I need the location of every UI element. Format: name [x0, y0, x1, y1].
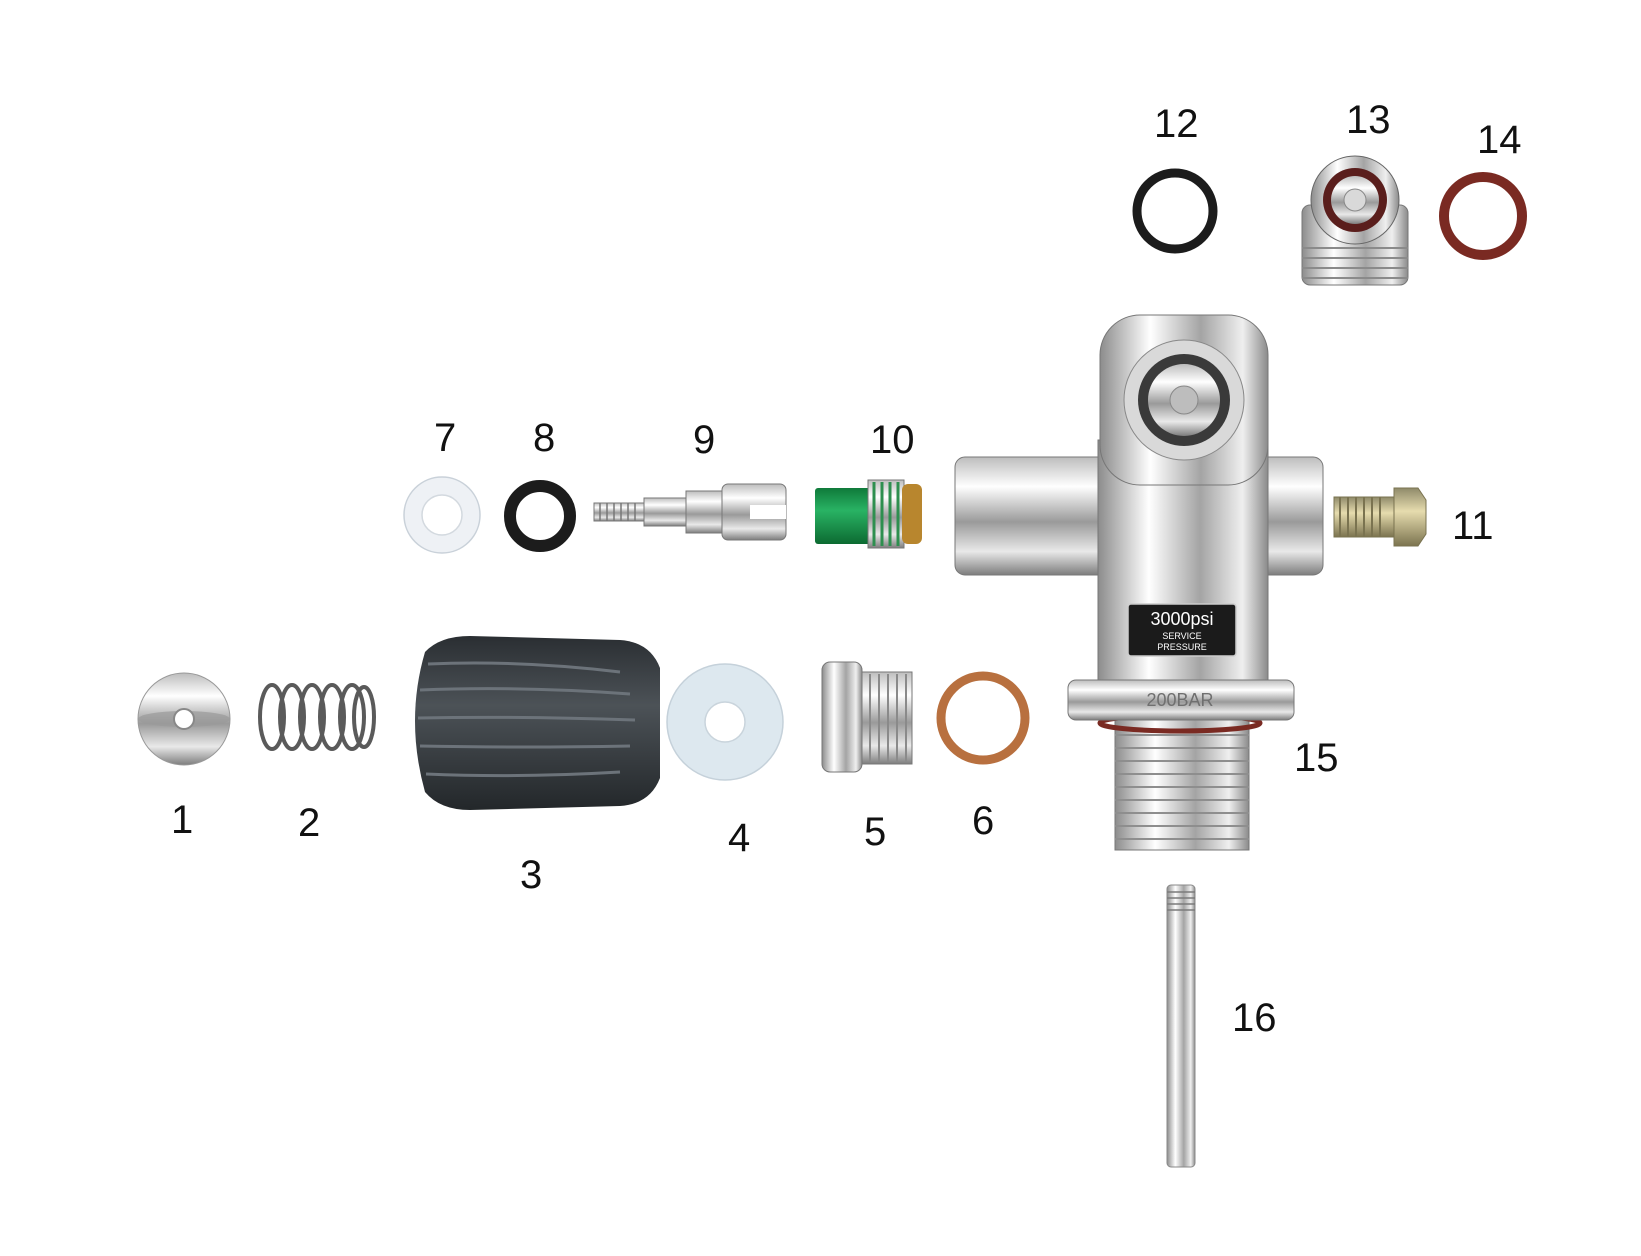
label-7: 7 [434, 416, 457, 460]
part-9-spindle [593, 483, 787, 541]
part-7-washer [403, 476, 481, 554]
part-5-bonnet [821, 661, 913, 773]
label-1: 1 [171, 798, 194, 842]
valve-service-text: SERVICE [1162, 631, 1201, 641]
label-13: 13 [1346, 98, 1391, 142]
label-14: 14 [1477, 118, 1522, 162]
valve-bar-text: 200BAR [1146, 690, 1213, 710]
label-3: 3 [520, 853, 543, 897]
label-15: 15 [1294, 736, 1339, 780]
part-12-oring [1132, 168, 1218, 254]
part-2-spring [258, 683, 376, 751]
valve-pressure-text: PRESSURE [1157, 642, 1207, 652]
label-11: 11 [1452, 504, 1494, 548]
label-12: 12 [1154, 102, 1199, 146]
label-9: 9 [693, 418, 716, 462]
part-11-plug [1333, 487, 1427, 547]
part-10-seat [815, 479, 922, 549]
label-6: 6 [972, 799, 995, 843]
label-5: 5 [864, 810, 887, 854]
part-14-oring [1439, 172, 1527, 260]
label-8: 8 [533, 416, 556, 460]
label-4: 4 [728, 816, 751, 860]
part-3-knob [415, 636, 660, 810]
part-1-cap [137, 672, 231, 766]
label-2: 2 [298, 801, 321, 845]
part-6-washer [936, 671, 1030, 765]
part-8-oring [504, 480, 576, 552]
part-16-dip-tube [1166, 884, 1196, 1168]
valve-rating-text: 3000psi [1150, 609, 1213, 629]
label-16: 16 [1232, 996, 1277, 1040]
part-15-valve-body: 3000psi SERVICE PRESSURE 200BAR [954, 314, 1324, 851]
part-4-washer [666, 663, 784, 781]
label-10: 10 [870, 418, 915, 462]
part-13-din-insert [1301, 155, 1409, 286]
